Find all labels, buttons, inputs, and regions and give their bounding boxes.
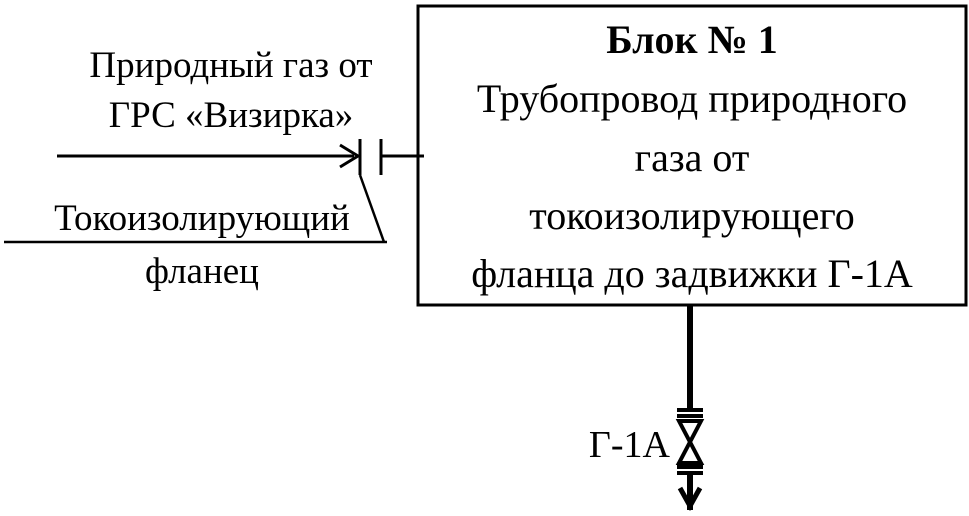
inlet-arrow-head — [339, 143, 361, 169]
gas-source-label-line-1: Природный газ от — [89, 45, 373, 86]
block-description-line-3: токоизолирующего — [529, 193, 855, 238]
block-description-line-2: газа от — [634, 135, 750, 180]
valve-body — [675, 419, 705, 465]
downstream-arrow-head — [677, 486, 703, 512]
arrow-right-icon — [57, 143, 361, 169]
insulating-flange-icon — [4, 139, 424, 244]
flange-label-line-2: фланец — [145, 251, 259, 292]
block-description-line-1: Трубопровод природного — [476, 76, 908, 121]
gate-valve-icon — [675, 408, 705, 475]
valve-label: Г-1А — [588, 424, 670, 466]
arrow-down-icon — [677, 473, 703, 512]
block-title: Блок № 1 — [606, 17, 778, 62]
gas-source-label-line-2: ГРС «Визирка» — [108, 95, 354, 136]
flange-leader-line — [358, 174, 386, 243]
block-description-line-4: фланца до задвижки Г-1А — [471, 251, 913, 296]
flange-label-line-1: Токоизолирующий — [54, 198, 350, 239]
